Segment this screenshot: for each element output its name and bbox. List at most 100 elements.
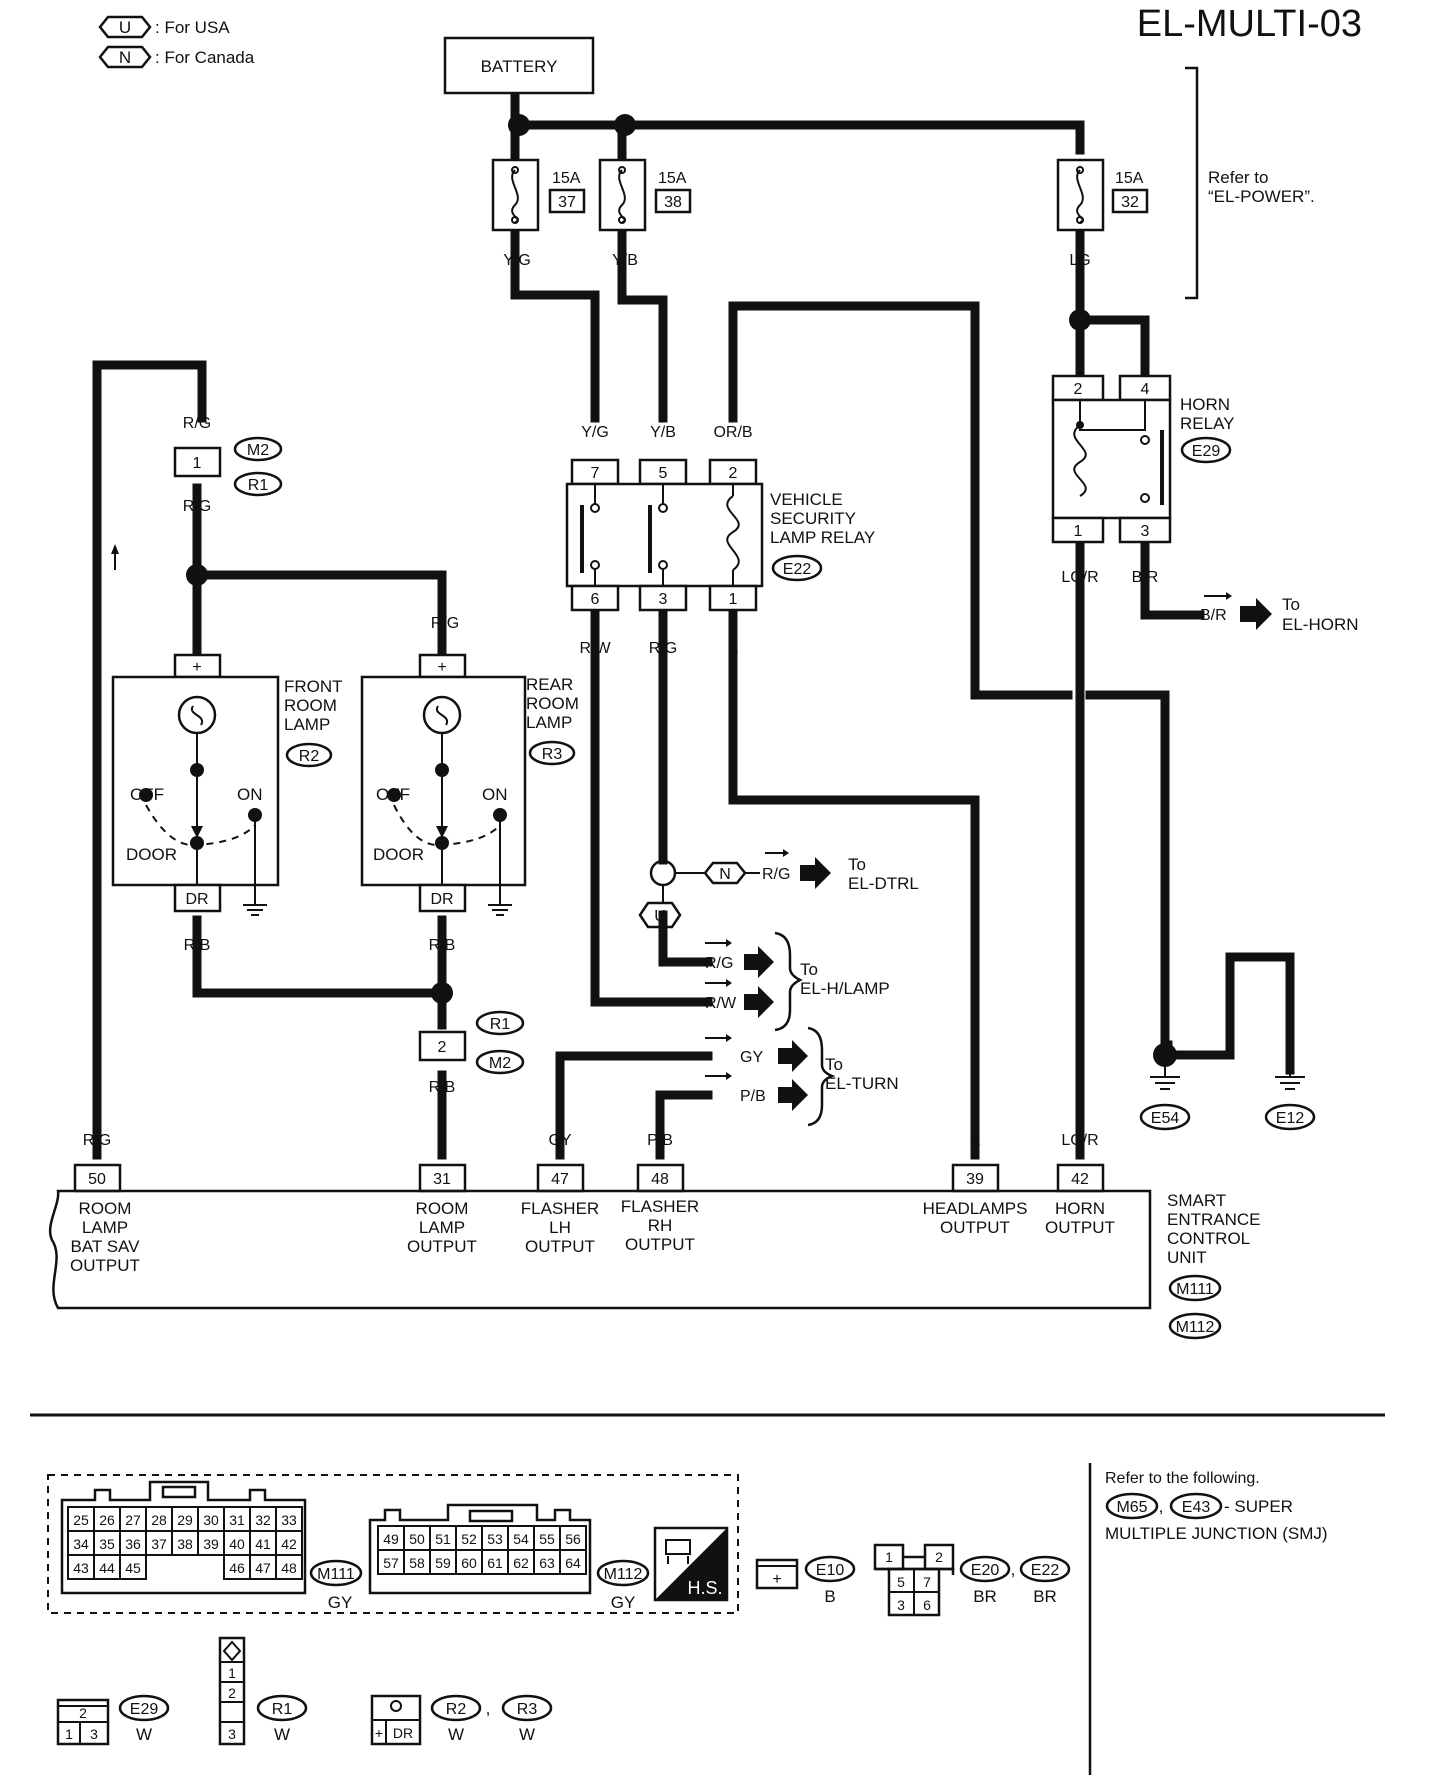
r1-pin-1: 1 bbox=[228, 1665, 236, 1681]
e10-color: B bbox=[824, 1587, 835, 1606]
connector-pin-number: 47 bbox=[255, 1560, 271, 1576]
r3-color: W bbox=[519, 1725, 535, 1744]
battery-label: BATTERY bbox=[481, 57, 558, 76]
connector-pin-number: 32 bbox=[255, 1512, 271, 1528]
dtrl-wire: R/G bbox=[762, 866, 790, 883]
e29-pin-2: 2 bbox=[79, 1705, 87, 1721]
front-lamp-name-2: ROOM bbox=[284, 696, 337, 715]
to-horn: B/R To EL-HORN bbox=[1200, 592, 1359, 634]
room-lamp-return-splice bbox=[431, 982, 453, 1004]
smj-note: Refer to the following. M65 , E43 - SUPE… bbox=[1105, 1470, 1328, 1543]
front-lamp-wire-out: R/B bbox=[184, 937, 211, 954]
turn-to-1: To bbox=[825, 1055, 843, 1074]
unit-conn-m112: M112 bbox=[1176, 1319, 1215, 1336]
connector-pin-number: 30 bbox=[203, 1512, 219, 1528]
unit-wire-39: R bbox=[969, 1132, 981, 1149]
legend-usa: U : For USA bbox=[98, 15, 230, 39]
unit-label-47-1: FLASHER bbox=[521, 1199, 599, 1218]
unit-pin-42: 42 bbox=[1071, 1171, 1089, 1188]
turn-to-2: EL-TURN bbox=[825, 1074, 899, 1093]
sec-relay-conn: E22 bbox=[783, 561, 812, 578]
connector-pin-number: 39 bbox=[203, 1536, 219, 1552]
connector-pin-number: 49 bbox=[383, 1531, 399, 1547]
connector-pin-number: 37 bbox=[151, 1536, 167, 1552]
hlamp-wire-rg: R/G bbox=[705, 955, 733, 972]
rear-lamp-wire-in: R/G bbox=[431, 615, 459, 632]
dtrl-code: N bbox=[719, 866, 731, 883]
connector-pin-number: 36 bbox=[125, 1536, 141, 1552]
to-horn-line2: EL-HORN bbox=[1282, 615, 1359, 634]
sec-relay-pin-7: 7 bbox=[591, 465, 600, 482]
unit-label-48-3: OUTPUT bbox=[625, 1235, 695, 1254]
joint-top-wire-bottom: R/G bbox=[183, 498, 211, 515]
unit-label-47-2: LH bbox=[549, 1218, 571, 1237]
unit-pin-39: 39 bbox=[966, 1171, 984, 1188]
hs-badge: H.S. bbox=[653, 1526, 729, 1602]
front-lamp-dr: DR bbox=[185, 891, 208, 908]
connector-pin-number: 33 bbox=[281, 1512, 297, 1528]
joint-top-pin: 1 bbox=[193, 455, 202, 472]
unit-label-48-1: FLASHER bbox=[621, 1197, 699, 1216]
sec-relay-wire-yb: Y/B bbox=[650, 424, 676, 441]
sec-relay-pin-5: 5 bbox=[659, 465, 668, 482]
fuse-38: 15A 38 Y/B bbox=[598, 158, 692, 269]
joint-connector-bottom: 2 R1 M2 R/B bbox=[418, 982, 525, 1096]
connector-pin-number: 50 bbox=[409, 1531, 425, 1547]
dtrl-to-2: EL-DTRL bbox=[848, 874, 919, 893]
unit-label-31-2: LAMP bbox=[419, 1218, 465, 1237]
rear-lamp-name-3: LAMP bbox=[526, 713, 572, 732]
connector-pin-number: 60 bbox=[461, 1555, 477, 1571]
joint-top-wire-top: R/G bbox=[183, 415, 211, 432]
note-line1: Refer to the following. bbox=[1105, 1470, 1260, 1487]
to-horn-arrow-icon bbox=[1240, 598, 1272, 630]
r1-color: W bbox=[274, 1725, 290, 1744]
unit-label-47-3: OUTPUT bbox=[525, 1237, 595, 1256]
connector-pin-number: 59 bbox=[435, 1555, 451, 1571]
unit-name-1: SMART bbox=[1167, 1191, 1226, 1210]
front-room-lamp: + OFF ON DOOR DR R/B FRONT ROOM LAMP R2 bbox=[111, 653, 343, 954]
unit-pin-50: 50 bbox=[88, 1171, 106, 1188]
ground-conn-e12: E12 bbox=[1276, 1110, 1305, 1127]
e22-color: BR bbox=[1033, 1587, 1057, 1606]
note-text2: - SUPER bbox=[1224, 1497, 1293, 1516]
horn-relay-pin-4: 4 bbox=[1141, 381, 1150, 398]
connector-pin-number: 54 bbox=[513, 1531, 529, 1547]
connector-pin-number: 40 bbox=[229, 1536, 245, 1552]
to-dtrl-arrow-icon bbox=[800, 857, 831, 889]
connector-pin-number: 25 bbox=[73, 1512, 89, 1528]
connector-pin-number: 29 bbox=[177, 1512, 193, 1528]
connector-pin-number: 57 bbox=[383, 1555, 399, 1571]
e20-pin-2: 2 bbox=[935, 1549, 943, 1565]
legend-usa-text: : For USA bbox=[155, 18, 230, 37]
m112-code: M112 bbox=[604, 1566, 643, 1583]
fuse-37-wire: Y/G bbox=[503, 252, 531, 269]
usa-code: U bbox=[654, 908, 666, 925]
connector-pin-cell bbox=[559, 1549, 587, 1575]
r2-r3-comma: , bbox=[486, 1699, 491, 1718]
sec-relay-wire-rw: R/W bbox=[579, 640, 611, 657]
fuse-32-wire: LG bbox=[1069, 252, 1090, 269]
front-lamp-conn: R2 bbox=[299, 748, 320, 765]
connector-pin-number: 55 bbox=[539, 1531, 555, 1547]
power-ref-line1: Refer to bbox=[1208, 168, 1268, 187]
e29-pin-1: 1 bbox=[65, 1726, 73, 1742]
joint-bottom-pin: 2 bbox=[438, 1039, 447, 1056]
unit-name-2: ENTRANCE bbox=[1167, 1210, 1261, 1229]
hlamp-wire-rw: R/W bbox=[705, 995, 737, 1012]
e20-pin-3: 3 bbox=[897, 1597, 905, 1613]
rear-lamp-off: OFF bbox=[376, 785, 410, 804]
m111-code: M111 bbox=[317, 1566, 355, 1583]
front-lamp-name-3: LAMP bbox=[284, 715, 330, 734]
r1-pin-3: 3 bbox=[228, 1726, 236, 1742]
ground-wire-1: B bbox=[1160, 1002, 1171, 1019]
r2-pin-dr: DR bbox=[393, 1725, 413, 1741]
to-horn-wire: B/R bbox=[1200, 607, 1227, 624]
battery-splice-2 bbox=[614, 114, 636, 136]
unit-label-48-2: RH bbox=[648, 1216, 673, 1235]
sec-relay-wire-rg: R/G bbox=[649, 640, 677, 657]
sec-relay-name-2: SECURITY bbox=[770, 509, 856, 528]
rear-lamp-on: ON bbox=[482, 785, 508, 804]
